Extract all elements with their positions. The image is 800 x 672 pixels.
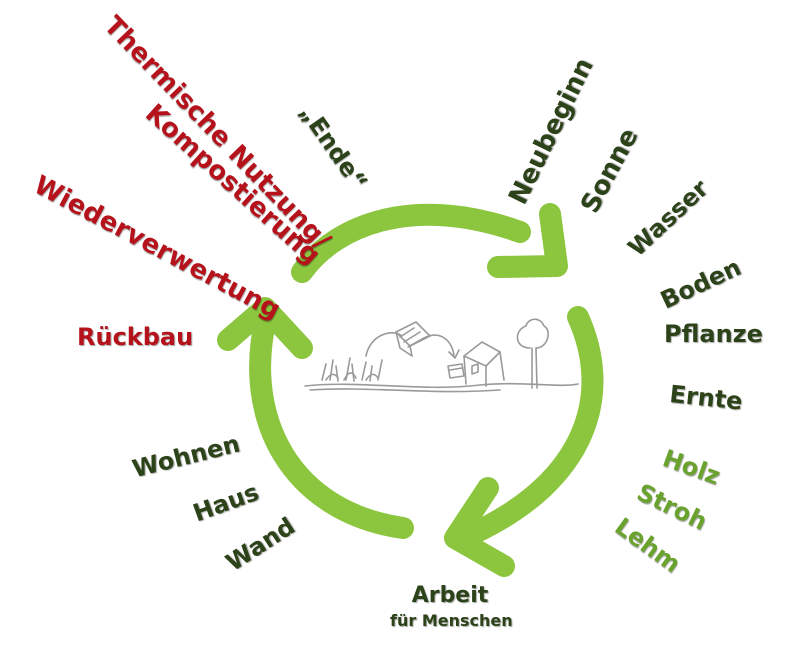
cycle-arrow-right [459,306,604,546]
label-pflanze: Pflanze [664,320,763,348]
cycle-arrowhead-left [217,297,313,359]
cycle-arrow-top [291,203,531,283]
cycle-arrow-left [249,307,414,539]
label-ernte: Ernte [668,380,744,416]
label-arbeit-group: Arbeit für Menschen [390,583,513,630]
cycle-arrowhead-right [444,477,515,577]
landscape-sketch-icon [304,318,579,393]
cycle-arrowhead-top [487,203,568,278]
label-rueckbau: Rückbau [77,323,194,351]
label-fuer-menschen: für Menschen [390,611,513,630]
label-arbeit: Arbeit [411,583,489,608]
